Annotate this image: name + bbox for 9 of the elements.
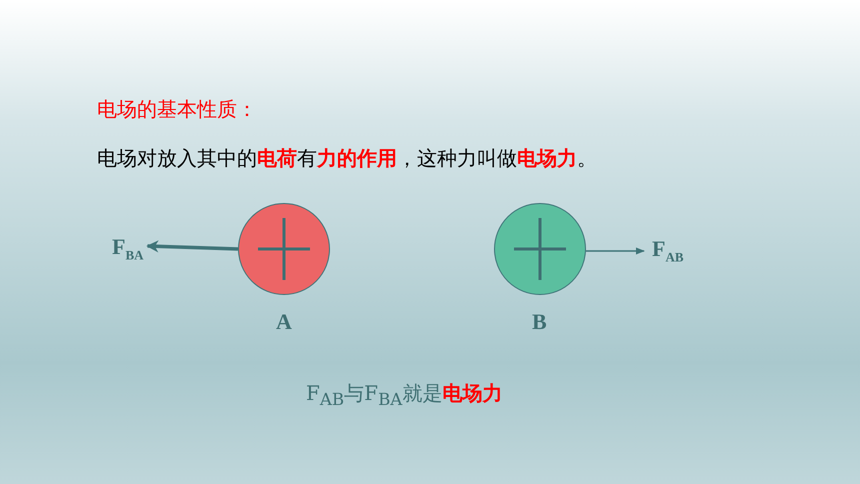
definition-sentence: 电场对放入其中的电荷有力的作用，这种力叫做电场力。 — [97, 145, 597, 172]
force-label: F$_{AB}$ — [652, 236, 684, 266]
force-arrow — [146, 240, 238, 252]
conclusion-text: F$_{AB}$与F$_{BA}$就是电场力 — [306, 380, 502, 409]
force-label: F$_{BA}$ — [112, 234, 144, 264]
charge-name: A — [276, 309, 292, 335]
charge-name: B — [532, 309, 547, 335]
section-heading: 电场的基本性质： — [97, 96, 257, 123]
force-arrow — [586, 247, 645, 255]
